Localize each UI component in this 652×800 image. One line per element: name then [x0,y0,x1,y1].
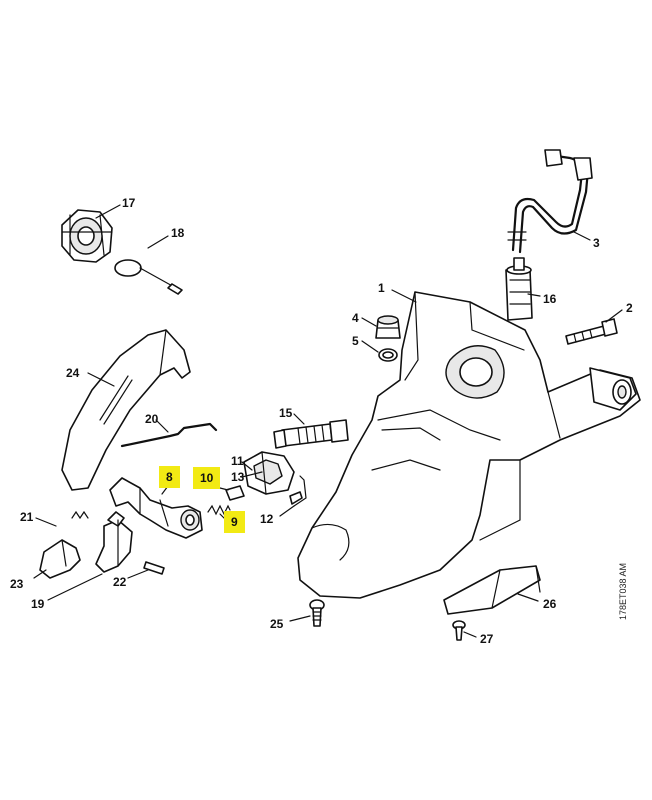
callout-23: 23 [10,577,24,591]
callout-1: 1 [378,281,385,295]
callout-20: 20 [145,412,159,426]
part-1-housing [297,291,641,599]
part-25-screw [309,599,325,627]
part-16-threaded-tube [273,419,349,449]
part-26-plate [443,565,541,615]
part-21-clip [71,510,89,520]
callout-25: 25 [270,617,284,631]
part-9-spring [207,504,231,516]
part-3-fuel-hose [507,149,593,254]
part-15-fuel-filter [505,257,533,321]
callout-13: 13 [231,470,245,484]
callout-21: 21 [20,510,34,524]
part-13-wire [293,475,307,507]
part-20-rod [120,422,218,448]
part-22-pin [143,561,165,575]
callout-18: 18 [171,226,185,240]
callout-26: 26 [543,597,557,611]
callout-24: 24 [66,366,80,380]
callout-16: 15 [279,406,293,420]
callout-15: 16 [543,292,557,306]
part-17-oil-pump [61,209,113,263]
part-18-oring-line [114,259,183,295]
callout-22: 22 [113,575,127,589]
part-8-lever [109,477,203,539]
callout-8-highlight: 8 [159,466,180,488]
part-23-interlock [39,539,81,579]
callout-9-highlight: 9 [224,511,245,533]
callout-27: 27 [480,632,494,646]
part-11-bracket [243,451,295,495]
part-10-block [225,485,245,501]
image-code: 178ET038 AM [618,562,628,620]
callout-12: 12 [260,512,274,526]
callout-5: 5 [352,334,359,348]
part-12-clip [289,491,303,505]
callout-19: 19 [31,597,45,611]
callout-2: 2 [626,301,633,315]
callout-3: 3 [593,236,600,250]
part-27-screw [452,620,466,641]
callout-4: 4 [352,311,359,325]
callout-10-highlight: 10 [193,467,221,489]
part-24-handle-cover [61,329,191,491]
part-5-oring [378,348,398,362]
part-4-grommet [375,315,401,339]
callout-17: 17 [122,196,136,210]
part-2-bolt [565,318,618,345]
part-19-trigger [95,511,133,573]
callout-11: 11 [231,454,244,468]
